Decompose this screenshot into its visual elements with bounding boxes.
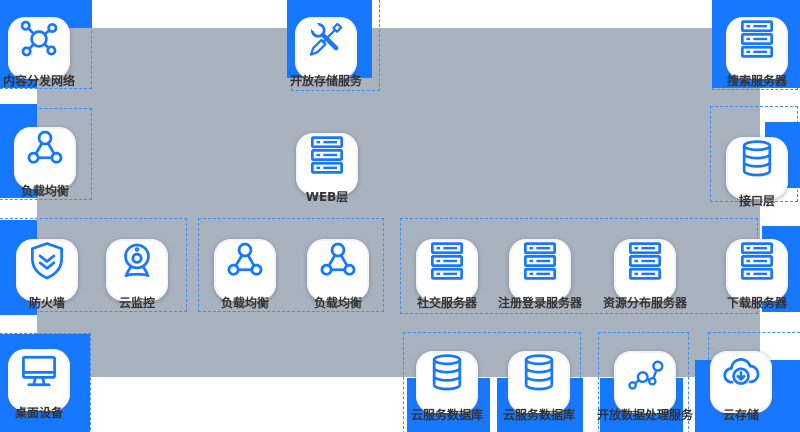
node-label: 内容分发网络 bbox=[2, 74, 76, 88]
node-label: 开放存储服务 bbox=[289, 74, 363, 88]
node-web-layer-card[interactable] bbox=[296, 133, 358, 195]
node-download-server: 下载服务器 bbox=[726, 230, 788, 310]
monitor-icon bbox=[22, 355, 56, 387]
node-search-server: 搜索服务器 bbox=[726, 8, 788, 88]
selection-group-box bbox=[0, 333, 91, 432]
node-label: 开放数据处理服务 bbox=[596, 408, 694, 422]
node-slb-2: 负载均衡 bbox=[307, 230, 369, 310]
load-balancer-icon bbox=[27, 130, 63, 164]
selection-group-box bbox=[0, 108, 92, 200]
node-label: 搜索服务器 bbox=[726, 74, 788, 88]
node-label: 云监控 bbox=[118, 296, 156, 310]
node-cloud-monitor-card[interactable] bbox=[106, 239, 168, 301]
node-cloud-db-2: 云服务数据库 bbox=[503, 342, 575, 422]
node-resource-server-card[interactable] bbox=[614, 239, 676, 301]
canvas-gray-area bbox=[37, 28, 760, 377]
node-cloud-db-1-card[interactable] bbox=[416, 351, 478, 413]
database-icon bbox=[432, 354, 462, 391]
node-login-server: 注册登录服务器 bbox=[498, 230, 582, 310]
selection-group-box bbox=[0, 0, 92, 89]
node-cdn: 内容分发网络 bbox=[3, 8, 75, 88]
tools-icon bbox=[307, 19, 343, 56]
node-cdn-card[interactable] bbox=[8, 17, 70, 79]
node-slb-2-card[interactable] bbox=[307, 239, 369, 301]
node-label: WEB层 bbox=[305, 190, 349, 204]
server-icon bbox=[523, 242, 557, 280]
server-icon bbox=[430, 242, 464, 280]
node-slb-left-card[interactable] bbox=[14, 127, 76, 189]
server-icon bbox=[740, 242, 774, 280]
node-api-layer-card[interactable] bbox=[726, 137, 788, 199]
node-odps: 开放数据处理服务 bbox=[597, 342, 693, 422]
node-label: 桌面设备 bbox=[14, 406, 64, 420]
data-processing-icon bbox=[628, 360, 664, 390]
node-label: 负载均衡 bbox=[313, 296, 363, 310]
database-icon bbox=[524, 354, 554, 391]
node-search-server-card[interactable] bbox=[726, 17, 788, 79]
node-login-server-card[interactable] bbox=[509, 239, 571, 301]
node-label: 云服务数据库 bbox=[410, 408, 484, 422]
node-download-server-card[interactable] bbox=[726, 239, 788, 301]
node-firewall: 防火墙 bbox=[16, 230, 78, 310]
node-slb-left: 负载均衡 bbox=[14, 118, 76, 198]
node-desktop: 桌面设备 bbox=[8, 340, 70, 420]
webcam-icon bbox=[124, 243, 150, 278]
node-social-server: 社交服务器 bbox=[416, 230, 478, 310]
node-label: 防火墙 bbox=[28, 296, 66, 310]
server-icon bbox=[628, 242, 662, 280]
node-oss: 开放存储服务 bbox=[290, 8, 362, 88]
node-desktop-card[interactable] bbox=[8, 349, 70, 411]
node-cloud-db-2-card[interactable] bbox=[508, 351, 570, 413]
server-icon bbox=[310, 136, 344, 174]
node-oss-card[interactable] bbox=[295, 17, 357, 79]
node-web-layer: WEB层 bbox=[296, 124, 358, 204]
load-balancer-icon bbox=[227, 242, 263, 276]
node-label: 下载服务器 bbox=[726, 296, 788, 310]
node-label: 资源分布服务器 bbox=[602, 296, 688, 310]
shield-icon bbox=[30, 242, 64, 280]
node-label: 负载均衡 bbox=[220, 296, 270, 310]
node-odps-card[interactable] bbox=[614, 351, 676, 413]
node-label: 接口层 bbox=[738, 194, 776, 208]
load-balancer-icon bbox=[320, 242, 356, 276]
network-nodes-icon bbox=[20, 20, 58, 57]
selection-group-box bbox=[198, 218, 384, 312]
node-cloud-storage-card[interactable] bbox=[710, 351, 772, 413]
server-icon bbox=[740, 20, 774, 58]
cloud-download-icon bbox=[723, 358, 760, 385]
database-icon bbox=[742, 140, 772, 177]
node-label: 云存储 bbox=[722, 408, 760, 422]
node-label: 负载均衡 bbox=[20, 184, 70, 198]
node-resource-server: 资源分布服务器 bbox=[603, 230, 687, 310]
node-firewall-card[interactable] bbox=[16, 239, 78, 301]
selection-group-box bbox=[0, 218, 187, 312]
node-label: 注册登录服务器 bbox=[497, 296, 583, 310]
node-cloud-monitor: 云监控 bbox=[106, 230, 168, 310]
node-social-server-card[interactable] bbox=[416, 239, 478, 301]
node-cloud-storage: 云存储 bbox=[710, 342, 772, 422]
node-slb-1: 负载均衡 bbox=[214, 230, 276, 310]
node-cloud-db-1: 云服务数据库 bbox=[411, 342, 483, 422]
node-slb-1-card[interactable] bbox=[214, 239, 276, 301]
selection-group-box bbox=[598, 332, 689, 432]
node-label: 社交服务器 bbox=[416, 296, 478, 310]
node-api-layer: 接口层 bbox=[726, 128, 788, 208]
node-label: 云服务数据库 bbox=[502, 408, 576, 422]
